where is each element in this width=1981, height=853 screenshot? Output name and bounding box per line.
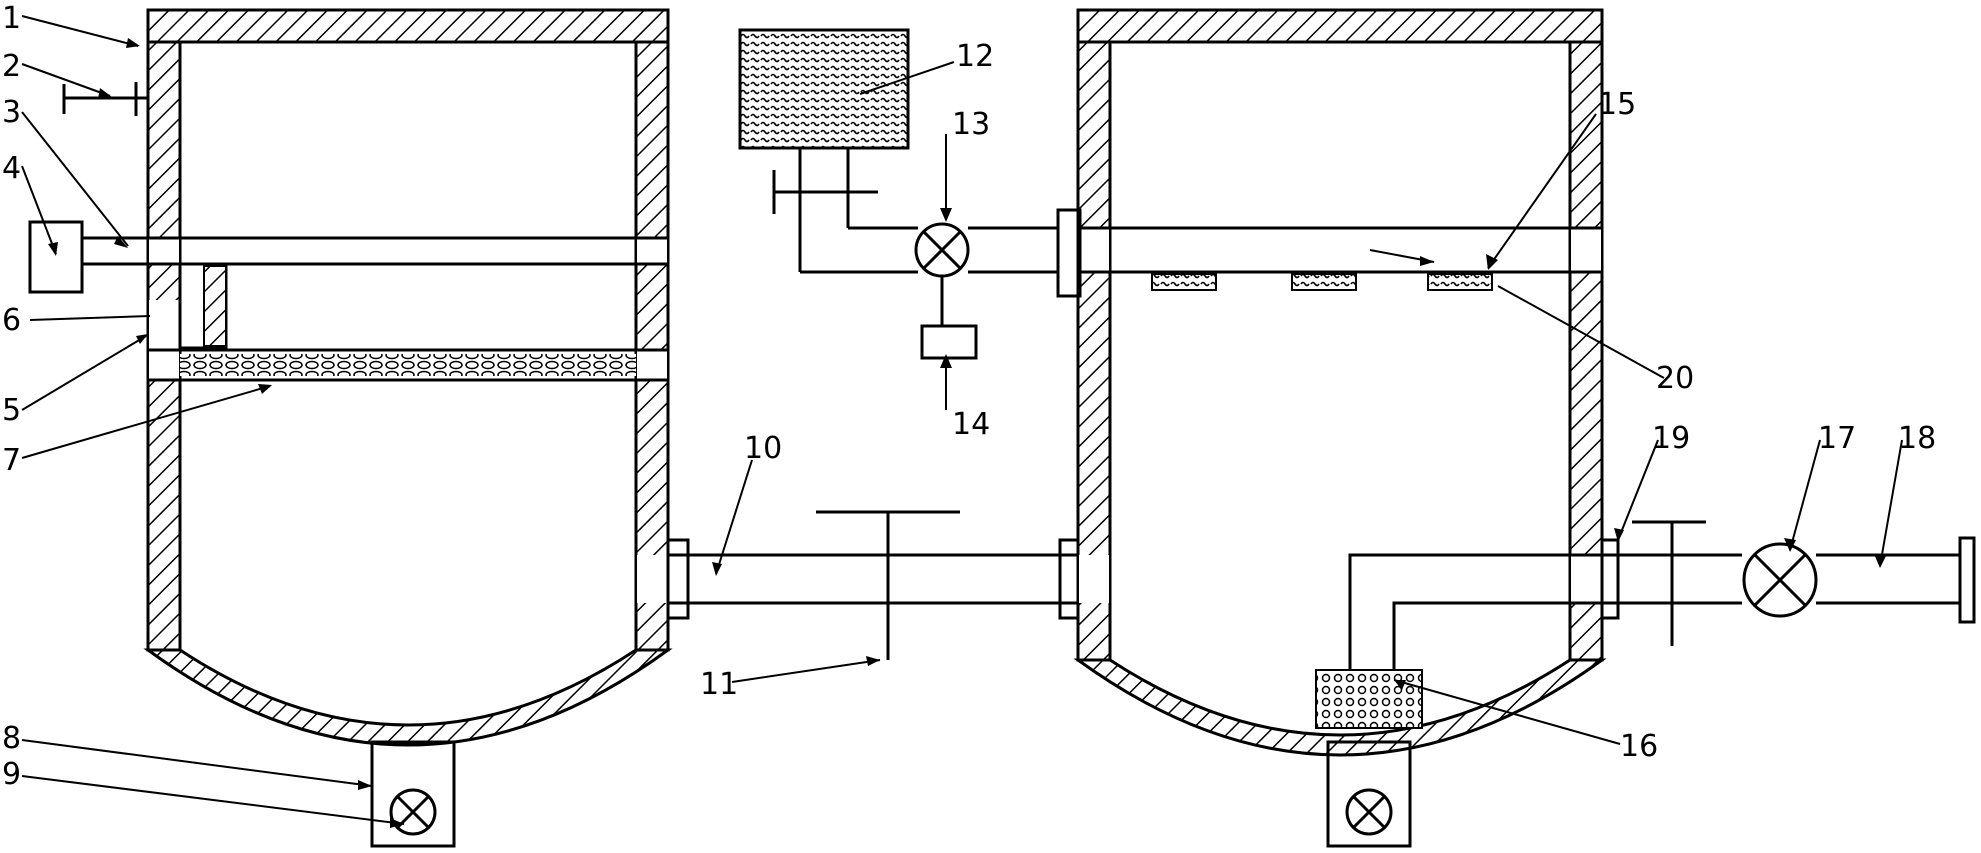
callout-16: 16 xyxy=(1620,729,1658,764)
connecting-pipe xyxy=(666,510,1082,660)
right-tank xyxy=(1056,8,1618,848)
right-tank-top-wall xyxy=(1076,8,1604,44)
callout-14: 14 xyxy=(952,407,990,442)
callout-18: 18 xyxy=(1898,421,1936,456)
gas-supply xyxy=(738,28,1058,360)
callout-5: 5 xyxy=(2,393,21,428)
drain-valve-box xyxy=(370,740,456,848)
callout-labels: 1 2 3 4 5 6 7 8 9 10 11 12 13 14 15 16 1… xyxy=(2,1,1936,792)
callout-4: 4 xyxy=(2,151,21,186)
diffuser-1 xyxy=(1151,273,1217,291)
right-tank-bottom xyxy=(1073,658,1607,757)
outlet-end-cap xyxy=(1958,536,1976,624)
right-drain-valve-box xyxy=(1326,740,1412,848)
callout-8: 8 xyxy=(2,721,21,756)
outlet-flange xyxy=(1600,538,1620,620)
left-tank xyxy=(28,8,673,848)
callout-1: 1 xyxy=(2,1,21,36)
callout-19: 19 xyxy=(1652,421,1690,456)
filter-layer xyxy=(180,354,636,376)
left-tank-top-wall xyxy=(146,8,670,44)
drain-valve-icon xyxy=(389,788,437,836)
outlet-line xyxy=(1600,520,1976,646)
right-drain-valve-icon xyxy=(1345,788,1393,836)
callout-2: 2 xyxy=(2,49,21,84)
leader-lines xyxy=(21,15,1903,828)
gas-source-12 xyxy=(738,28,910,150)
diffuser-3 xyxy=(1427,273,1493,291)
left-tank-bottom xyxy=(143,648,673,747)
top-port xyxy=(62,82,148,116)
callout-9: 9 xyxy=(2,757,21,792)
callout-10: 10 xyxy=(744,431,782,466)
left-tank-right-wall xyxy=(634,8,670,652)
outlet-pump-17-icon xyxy=(1742,542,1818,618)
gate-plate xyxy=(203,265,227,347)
pump-box xyxy=(28,220,84,294)
callout-12: 12 xyxy=(956,39,994,74)
callout-7: 7 xyxy=(2,443,21,478)
callout-3: 3 xyxy=(2,95,21,130)
diffuser-2 xyxy=(1291,273,1357,291)
gauge-14 xyxy=(920,324,978,360)
intake-filter xyxy=(1315,669,1423,729)
flange-left xyxy=(666,538,690,620)
callout-15: 15 xyxy=(1598,87,1636,122)
gas-flange xyxy=(1056,208,1082,298)
callout-11: 11 xyxy=(700,667,738,702)
callout-20: 20 xyxy=(1656,361,1694,396)
callout-13: 13 xyxy=(952,107,990,142)
callout-6: 6 xyxy=(2,303,21,338)
callout-17: 17 xyxy=(1818,421,1856,456)
